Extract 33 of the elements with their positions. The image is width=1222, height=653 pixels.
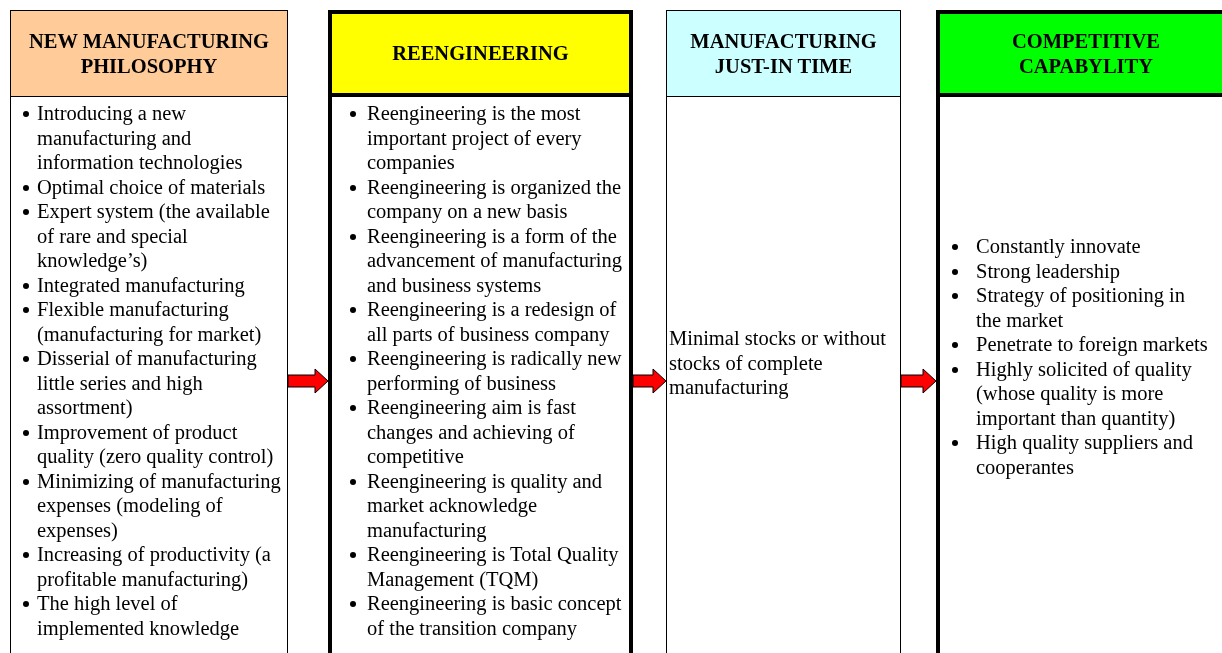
bullet-text: Strong leadership xyxy=(976,259,1121,282)
bullet-text: Strategy of positioning in the market xyxy=(976,284,1185,331)
bullet-text: Reengineering is radically new performing of business xyxy=(367,347,622,394)
bullet-text: Penetrate to foreign markets xyxy=(976,333,1208,355)
body-text: Minimal stocks or without stocks of complete manufacturing xyxy=(669,326,887,400)
bullet-text: Highly solicited of quality (whose quality is more important than quantity) xyxy=(976,357,1192,429)
bullet-text: Increasing of productivity (a profitable manufacturing) xyxy=(37,543,271,590)
bullet-text: Reengineering is the most important project of every companies xyxy=(367,102,582,173)
bullet-text: Minimizing of manufacturing expenses (modeling of expenses) xyxy=(37,469,281,541)
bullet-text: Reengineering aim is fast changes and achieving of competitive xyxy=(367,396,576,467)
bullet-text: Improvement of product quality (zero quality control) xyxy=(37,420,274,467)
column-header: NEW MANUFACTURING PHILOSOPHY xyxy=(10,10,288,97)
bullet-text: Disserial of manufacturing little series and high assortment) xyxy=(37,347,257,418)
arrow xyxy=(287,368,329,394)
column-header: COMPETITIVE CAPABYLITY xyxy=(936,10,1222,97)
bullet-text: Optimal choice of materials xyxy=(37,175,266,198)
bullet-text: Reengineering is a form of the advancement of manufacturing and business systems xyxy=(367,224,622,296)
bullet-text: Flexible manufacturing (manufacturing for market) xyxy=(37,298,262,345)
arrow xyxy=(900,368,937,394)
arrow xyxy=(632,368,667,394)
bullet-text: The high level of implemented knowledge xyxy=(37,592,240,639)
bullet-text: Reengineering is Total Quality Management (TQM) xyxy=(367,543,619,590)
bullet-text: Constantly innovate xyxy=(976,235,1141,257)
bullet-text: Reengineering is organized the company on a new basis xyxy=(367,175,622,222)
bullet-text: Expert system (the available of rare and special knowledge’s) xyxy=(37,200,270,271)
bullet-text: Reengineering is a redesign of all parts of business company xyxy=(367,298,617,345)
column-header: MANUFACTURING JUST-IN TIME xyxy=(666,10,901,97)
column-header: REENGINEERING xyxy=(328,10,633,97)
bullet-text: Reengineering is basic concept of the transition company xyxy=(367,592,622,639)
bullet-text: High quality suppliers and cooperantes xyxy=(976,431,1193,478)
bullet-text: Reengineering is quality and market acknowledge manufacturing xyxy=(367,469,603,541)
bullet-text: Introducing a new manufacturing and information technologies xyxy=(37,102,243,173)
bullet-text: Integrated manufacturing xyxy=(37,273,245,296)
